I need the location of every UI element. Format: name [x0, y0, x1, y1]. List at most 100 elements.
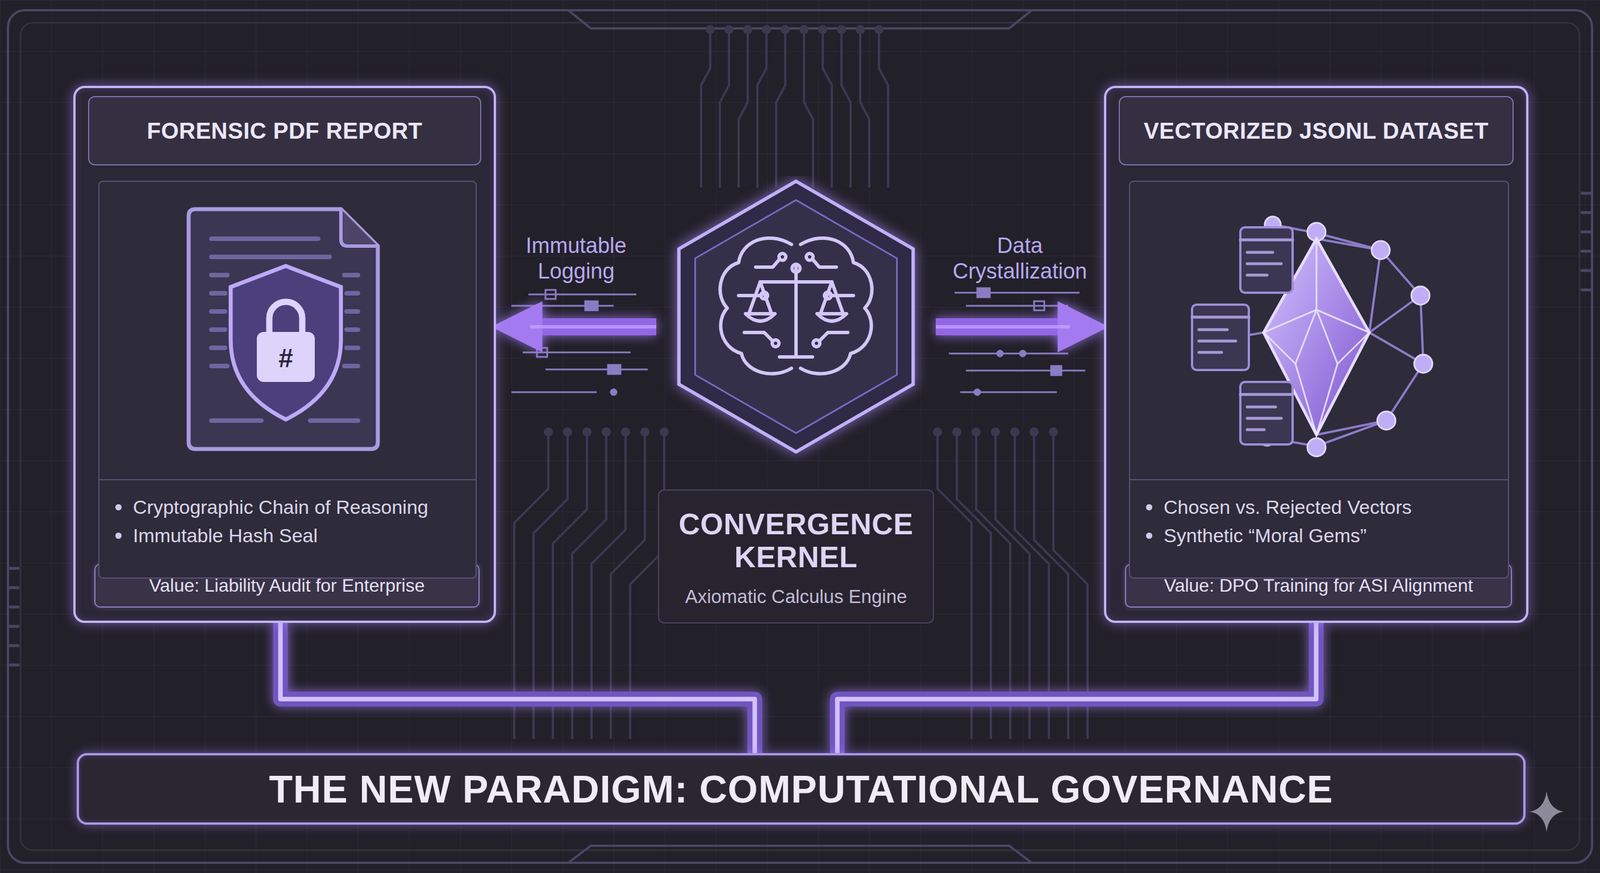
edge-ticks-part — [9, 586, 20, 590]
circuit-traces-part — [602, 428, 610, 436]
gem-network-icon-part-part — [1263, 332, 1296, 364]
circuit-traces-part — [875, 26, 883, 33]
edge-ticks-part — [9, 663, 20, 667]
panel-header: FORENSIC PDF REPORT — [88, 96, 482, 166]
circuit-traces-part — [622, 428, 629, 436]
circuit-traces-part — [1050, 428, 1057, 436]
gem-network-icon-part-part — [1369, 250, 1381, 333]
edge-ticks-part — [1580, 250, 1591, 253]
edge-ticks-part — [9, 605, 20, 609]
pipe-core — [837, 622, 1317, 753]
edge-label: Immutable Logging — [490, 232, 662, 285]
document-icon-part-part — [344, 363, 358, 369]
circuit-traces-part — [878, 29, 889, 188]
circuit-traces-part — [641, 428, 649, 436]
brain-scales-icon-part — [792, 264, 800, 273]
band-title: THE NEW PARADIGM: COMPUTATIONAL GOVERNAN… — [269, 766, 1334, 811]
circuit-traces-part — [564, 428, 572, 436]
gem-network-icon-part — [1259, 216, 1433, 457]
gem-network-icon-part-part — [1316, 420, 1387, 435]
gem-network-icon-part-part — [1192, 315, 1249, 319]
gem-network-icon — [1192, 216, 1433, 457]
paradigm-band: THE NEW PARADIGM: COMPUTATIONAL GOVERNAN… — [76, 752, 1526, 825]
circuit-traces-part — [860, 29, 870, 188]
arrow-shaft — [530, 318, 657, 336]
circuit-traces-part — [738, 29, 748, 188]
document-icon-part-part — [344, 272, 358, 278]
bullet-row: Synthetic “Moral Gems” — [1146, 521, 1504, 550]
gem-network-icon-part-part — [1295, 309, 1338, 435]
document-icon-part — [230, 265, 341, 420]
brain-scales-icon-part — [778, 253, 786, 261]
edge-ticks-part — [9, 567, 20, 570]
flow-dashes-part — [607, 364, 621, 374]
circuit-traces-part — [953, 428, 961, 436]
document-icon-part-part — [211, 236, 319, 241]
edge-ticks-part — [9, 644, 20, 648]
brain-scales-icon-part — [824, 292, 832, 299]
flow-dashes-part — [610, 389, 617, 395]
document-icon-part — [211, 238, 358, 421]
kernel-text: CONVERGENCE KERNELAxiomatic Calculus Eng… — [661, 497, 931, 618]
gem-network-icon-part-part — [1240, 238, 1293, 242]
circuit-traces-part — [701, 29, 711, 188]
document-icon-part-part — [211, 327, 225, 332]
document-icon — [188, 209, 378, 449]
brain-scales-icon-part — [779, 355, 813, 359]
outer-frame — [7, 10, 1593, 863]
gem-network-icon-part-part — [1315, 238, 1318, 310]
panel-header: VECTORIZED JSONL DATASET — [1118, 96, 1514, 166]
gem-network-icon-part-part — [1267, 437, 1317, 447]
bullet-row: Chosen vs. Rejected Vectors — [1146, 492, 1504, 522]
flow-dashes-part — [522, 351, 631, 354]
document-icon-part — [340, 209, 378, 247]
bullet-dot — [115, 503, 122, 511]
edge-ticks-part — [1580, 230, 1591, 234]
brain-scales-icon-part — [817, 281, 847, 322]
gem-network-icon-part-part — [1337, 332, 1370, 364]
gem-network-icon-part-part — [1307, 222, 1326, 241]
gem-network-icon-part — [1247, 224, 1424, 447]
gem-network-icon-part-part — [1247, 251, 1273, 254]
gem-network-icon-part-part — [1240, 227, 1293, 293]
flow-dashes-part — [974, 389, 981, 395]
hexagon-inner — [694, 200, 897, 433]
circuit-traces-part — [757, 29, 767, 188]
flow-dashes-part — [1019, 350, 1026, 357]
value-text: Value: Liability Audit for Enterprise — [149, 575, 425, 597]
panel-title: VECTORIZED JSONL DATASET — [1143, 118, 1489, 144]
circuit-traces-part — [841, 29, 851, 188]
pipe-core — [280, 622, 756, 753]
gem-network-icon-part-part — [1247, 262, 1282, 266]
gem-network-icon-part-part — [1192, 304, 1249, 370]
outer-frame-part — [568, 845, 1032, 863]
output-panel: Value: Liability Audit for Enterprise FOR… — [73, 85, 497, 623]
brain-scales-icon-part — [738, 293, 762, 298]
separator-line — [98, 478, 477, 481]
edge-ticks-part — [1580, 192, 1591, 195]
pipe-connector — [280, 622, 756, 753]
flow-arrow — [935, 326, 1070, 328]
bullet-text: Cryptographic Chain of Reasoning — [132, 496, 429, 519]
gem-network-icon-part — [1192, 239, 1293, 430]
circuit-traces-part — [838, 26, 845, 33]
kernel-title: CONVERGENCE KERNEL — [661, 507, 931, 574]
edge-ticks-part — [1580, 211, 1591, 215]
gem-network-icon-part-part — [1247, 417, 1282, 420]
circuit-traces-part — [781, 26, 789, 33]
gem-network-icon-part-part — [1316, 232, 1381, 250]
circuit-traces-part — [744, 26, 752, 33]
brain-scales-icon-part — [819, 332, 848, 341]
gem-network-icon-part — [1263, 238, 1370, 435]
document-icon-part-part — [346, 290, 358, 296]
gem-network-icon-part-part — [1316, 238, 1381, 250]
gem-network-icon-part-part — [1420, 295, 1424, 364]
circuit-traces-part — [856, 26, 864, 33]
brain-scales-icon-part — [719, 238, 792, 374]
gem-network-icon-part-part — [1369, 295, 1421, 333]
circuit-traces-part — [934, 428, 941, 436]
bullet-text: Synthetic “Moral Gems” — [1163, 524, 1367, 547]
document-icon-part-part — [346, 327, 358, 332]
